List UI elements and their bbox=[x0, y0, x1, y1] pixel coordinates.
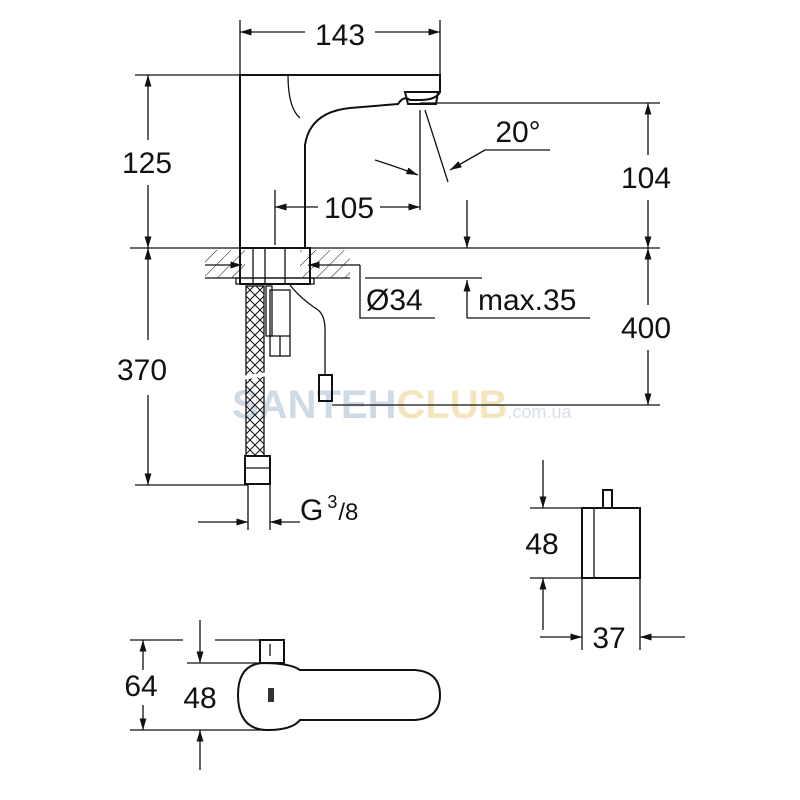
dim-lever-48: 48 bbox=[183, 682, 216, 715]
dim-height-125: 125 bbox=[122, 147, 172, 180]
dim-hole-diameter: Ø34 bbox=[366, 284, 423, 317]
faucet-side-view bbox=[130, 74, 660, 530]
dim-370: 370 bbox=[117, 354, 167, 387]
control-box-view bbox=[530, 460, 685, 650]
lever-top-view bbox=[130, 620, 442, 770]
dim-box-48: 48 bbox=[525, 528, 558, 561]
dimension-labels: 143 125 105 20° 104 Ø34 max.35 400 370 G… bbox=[117, 19, 671, 715]
dim-reach-105: 105 bbox=[324, 192, 374, 225]
watermark-text-3: .com.ua bbox=[508, 402, 573, 422]
dim-max-thickness: max.35 bbox=[478, 284, 576, 317]
dim-lever-64: 64 bbox=[124, 670, 157, 703]
dim-width-143: 143 bbox=[315, 19, 365, 52]
dimension-lines bbox=[135, 20, 660, 526]
dim-outlet-104: 104 bbox=[621, 162, 671, 195]
thread-numerator: 3 bbox=[327, 492, 337, 512]
dim-angle-20: 20° bbox=[495, 116, 540, 149]
dim-400: 400 bbox=[621, 312, 671, 345]
thread-g: G bbox=[300, 494, 323, 527]
dim-box-37: 37 bbox=[592, 622, 625, 655]
thread-denominator: /8 bbox=[338, 499, 358, 526]
